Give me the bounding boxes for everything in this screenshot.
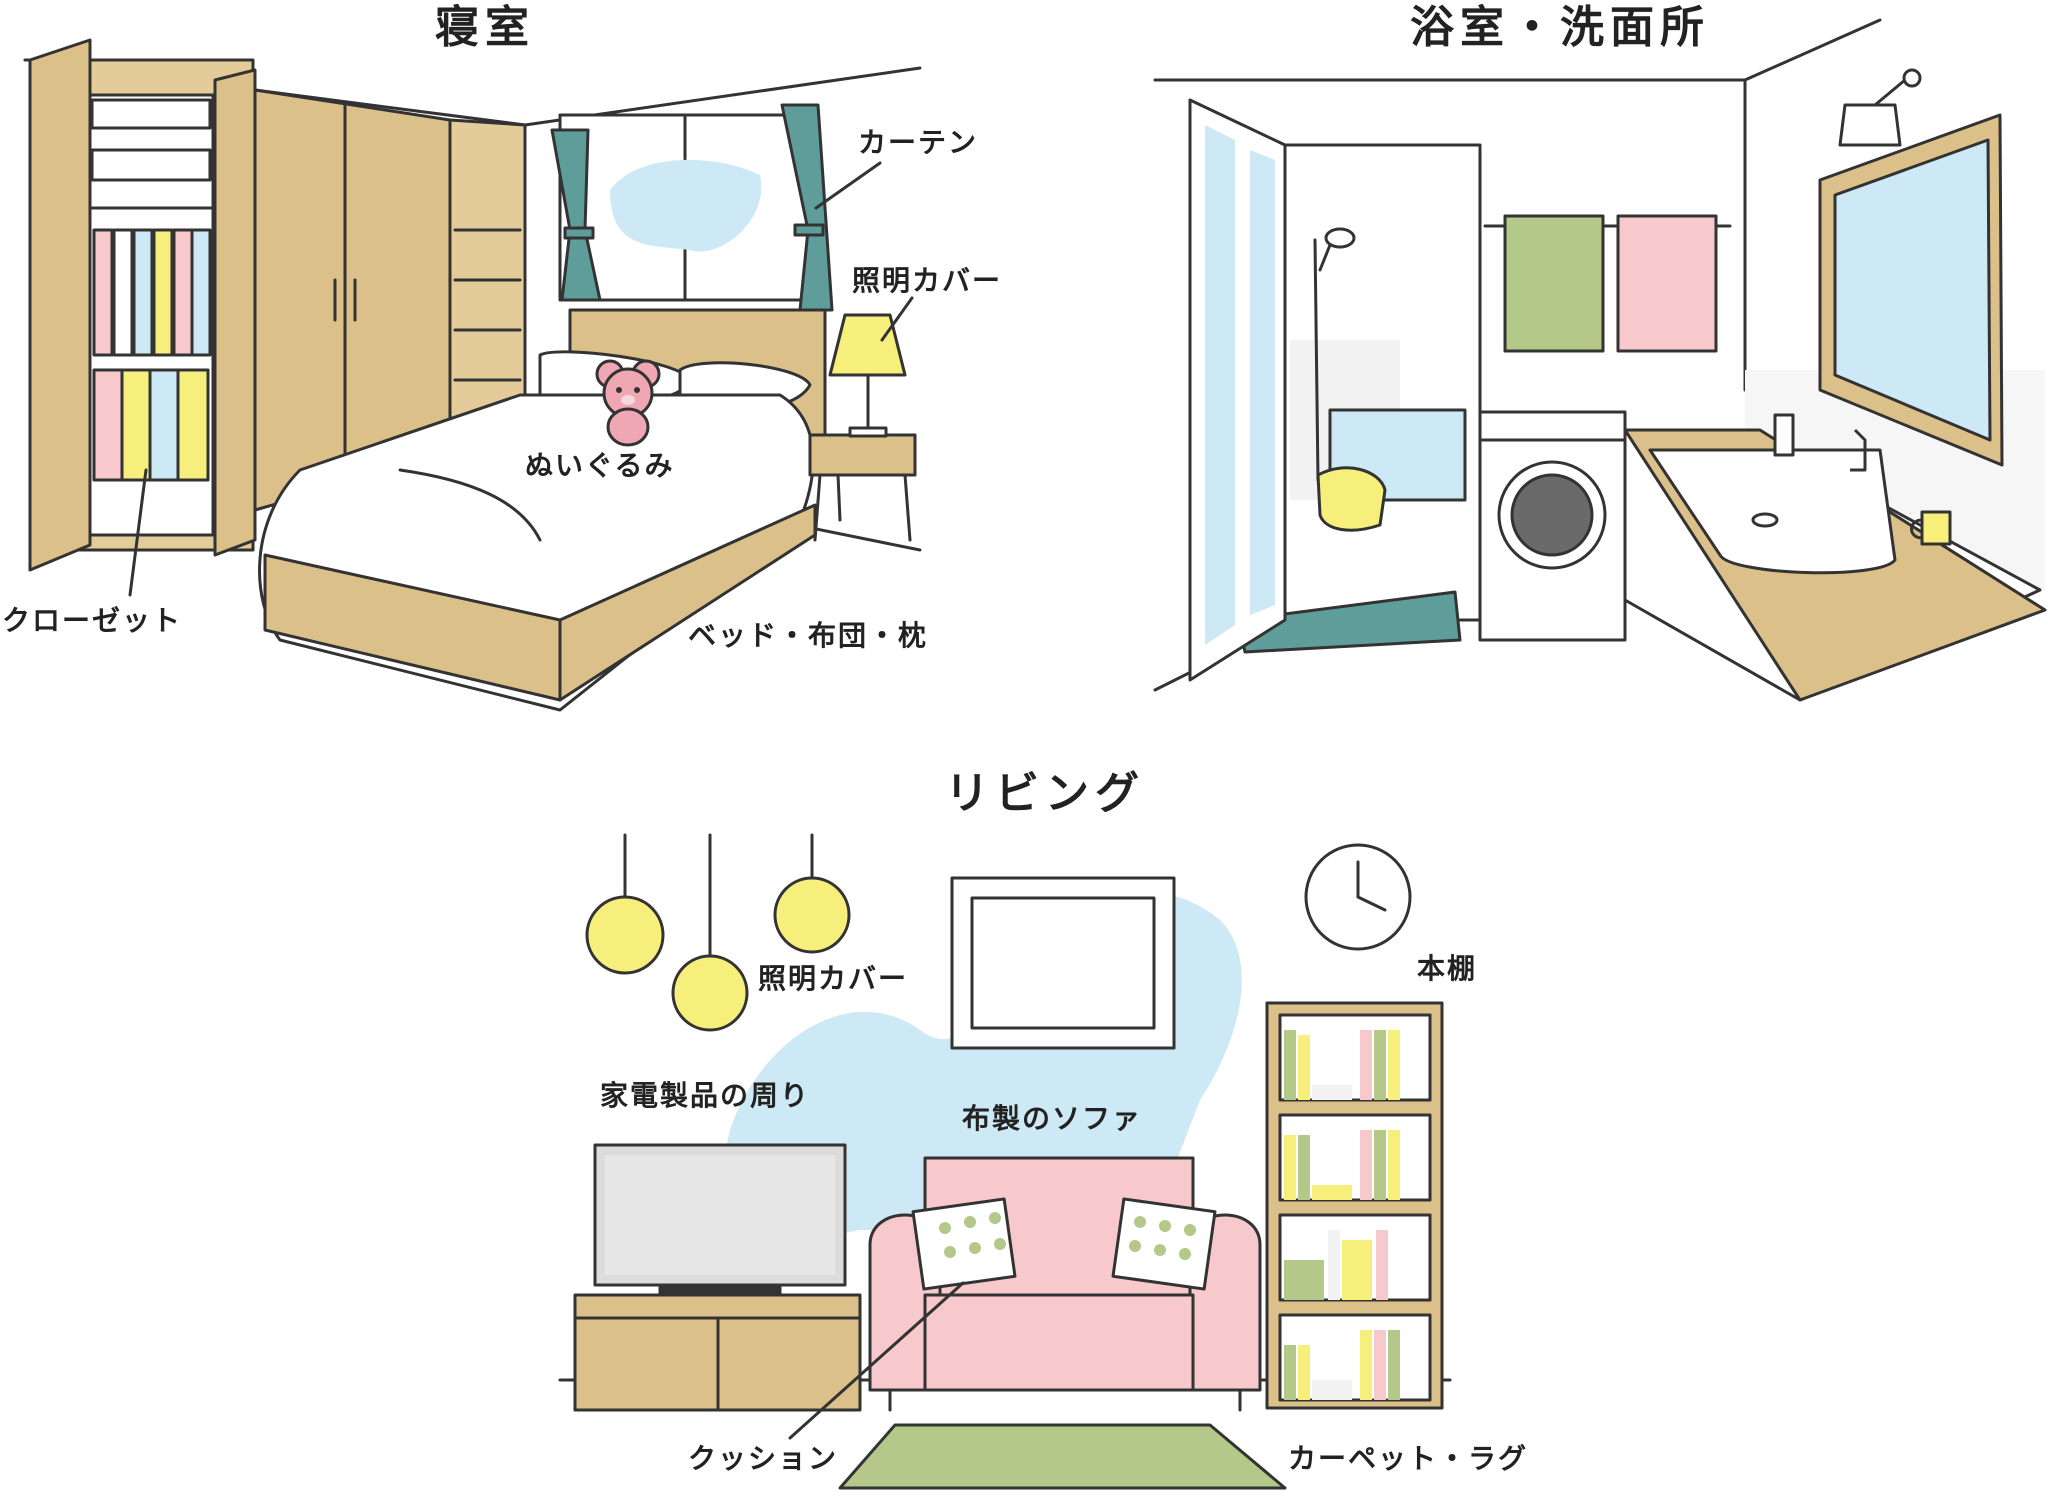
pink-towel	[1616, 214, 1718, 353]
appliances-label: 家電製品の周り	[600, 1079, 810, 1112]
tv	[593, 1143, 847, 1295]
bedding-label: ベッド・布団・枕	[688, 619, 928, 652]
lamp-icon	[828, 313, 907, 438]
shower-room	[1236, 143, 1482, 654]
cushion-label: クッション	[688, 1442, 838, 1475]
bedroom-title: 寝室	[435, 2, 535, 53]
bedroom-window	[550, 103, 834, 312]
nightstand	[808, 433, 917, 542]
bed	[258, 308, 827, 712]
tv-stand	[573, 1293, 862, 1412]
curtain-label: カーテン	[858, 126, 978, 159]
cushions	[911, 1197, 1217, 1291]
bathroom-section: 浴室・洗面所	[1153, 2, 2047, 702]
living-light-cover-label: 照明カバー	[758, 962, 908, 995]
fabric-sofa-label: 布製のソファ	[962, 1102, 1142, 1135]
hanging-shirts	[92, 228, 212, 357]
clock-icon	[1304, 843, 1412, 951]
mirror	[1818, 113, 2004, 467]
teddy-bear-icon	[595, 359, 661, 447]
closet	[28, 38, 527, 572]
closet-label: クローゼット	[2, 604, 182, 637]
bookshelf	[1265, 1001, 1444, 1410]
pendant-lights	[585, 833, 851, 1032]
washing-machine-icon	[1478, 410, 1627, 642]
carpet-rug-label: カーペット・ラグ	[1288, 1442, 1528, 1475]
books	[1284, 1030, 1400, 1400]
green-towel	[1503, 214, 1605, 353]
stuffed-toy-label: ぬいぐるみ	[525, 449, 674, 482]
bedroom-section: 寝室 カーテン 照明カバー ぬいぐるみ クローゼット ベッド・布団・枕	[2, 2, 1002, 712]
cup-icon	[1910, 510, 1952, 546]
curtain	[550, 103, 834, 312]
wall-lamp-icon	[1838, 68, 1922, 147]
bath-door	[1188, 98, 1287, 682]
bookshelf-label: 本棚	[1417, 952, 1477, 985]
living-title: リビング	[945, 768, 1145, 819]
rug	[838, 1423, 1287, 1490]
living-section: リビング 照明カバー 本棚 家電製品の周り 布製のソファ クッション カーペット…	[558, 768, 1528, 1490]
bedroom-light-cover-label: 照明カバー	[852, 264, 1002, 297]
shower-icon	[1318, 227, 1356, 272]
hanging-trousers	[92, 368, 210, 482]
bathroom-title: 浴室・洗面所	[1410, 2, 1710, 53]
